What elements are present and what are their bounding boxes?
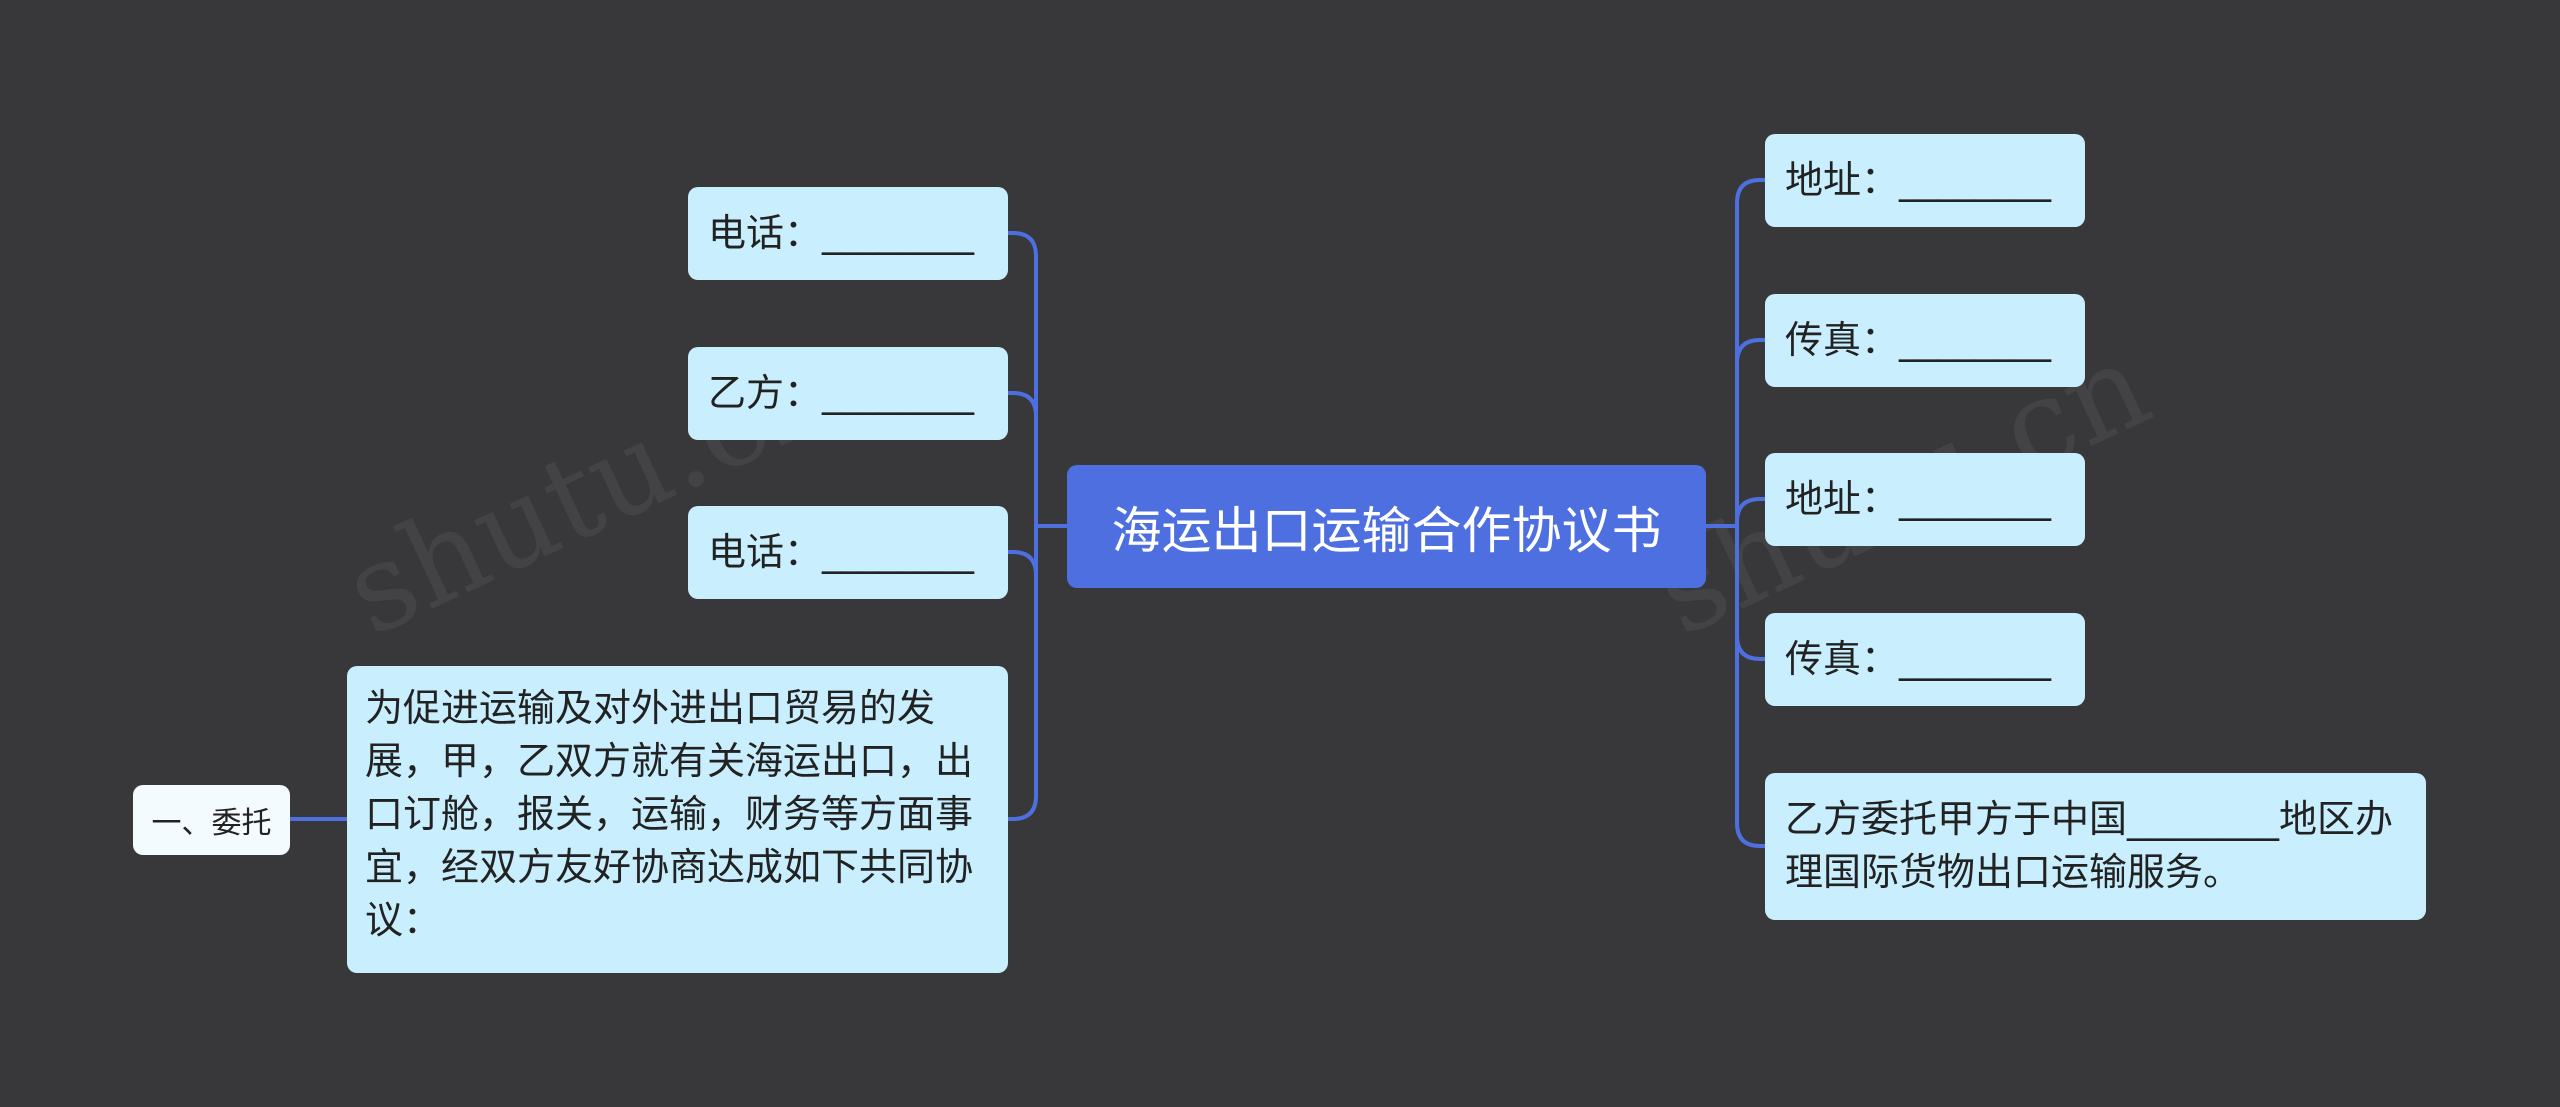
connector-right-3 (1735, 497, 1765, 526)
left-node-phone-1[interactable]: 电话：________ (688, 187, 1008, 280)
root-node[interactable]: 海运出口运输合作协议书 (1067, 465, 1706, 588)
connector-right-1 (1735, 178, 1765, 526)
connector-left-3 (1008, 526, 1038, 576)
right-node-service[interactable]: 乙方委托甲方于中国________地区办理国际货物出口运输服务。 (1765, 773, 2426, 920)
connector-left-2 (1008, 391, 1038, 526)
right-node-address-2[interactable]: 地址：________ (1765, 453, 2085, 546)
connector-right-2 (1735, 338, 1765, 526)
right-node-fax-1[interactable]: 传真：________ (1765, 294, 2085, 387)
left-node-preamble[interactable]: 为促进运输及对外进出口贸易的发展，甲，乙双方就有关海运出口，出口订舱，报关，运输… (347, 666, 1008, 973)
connector-left-1 (1008, 231, 1038, 526)
left-node-phone-2[interactable]: 电话：________ (688, 506, 1008, 599)
connector-right-4 (1735, 526, 1765, 661)
left-node-party-b[interactable]: 乙方：________ (688, 347, 1008, 440)
sub-node-entrust[interactable]: 一、委托 (133, 785, 290, 855)
connector-right-5 (1735, 526, 1765, 848)
right-node-address-1[interactable]: 地址：________ (1765, 134, 2085, 227)
right-node-fax-2[interactable]: 传真：________ (1765, 613, 2085, 706)
connector-left-4 (1008, 526, 1038, 821)
